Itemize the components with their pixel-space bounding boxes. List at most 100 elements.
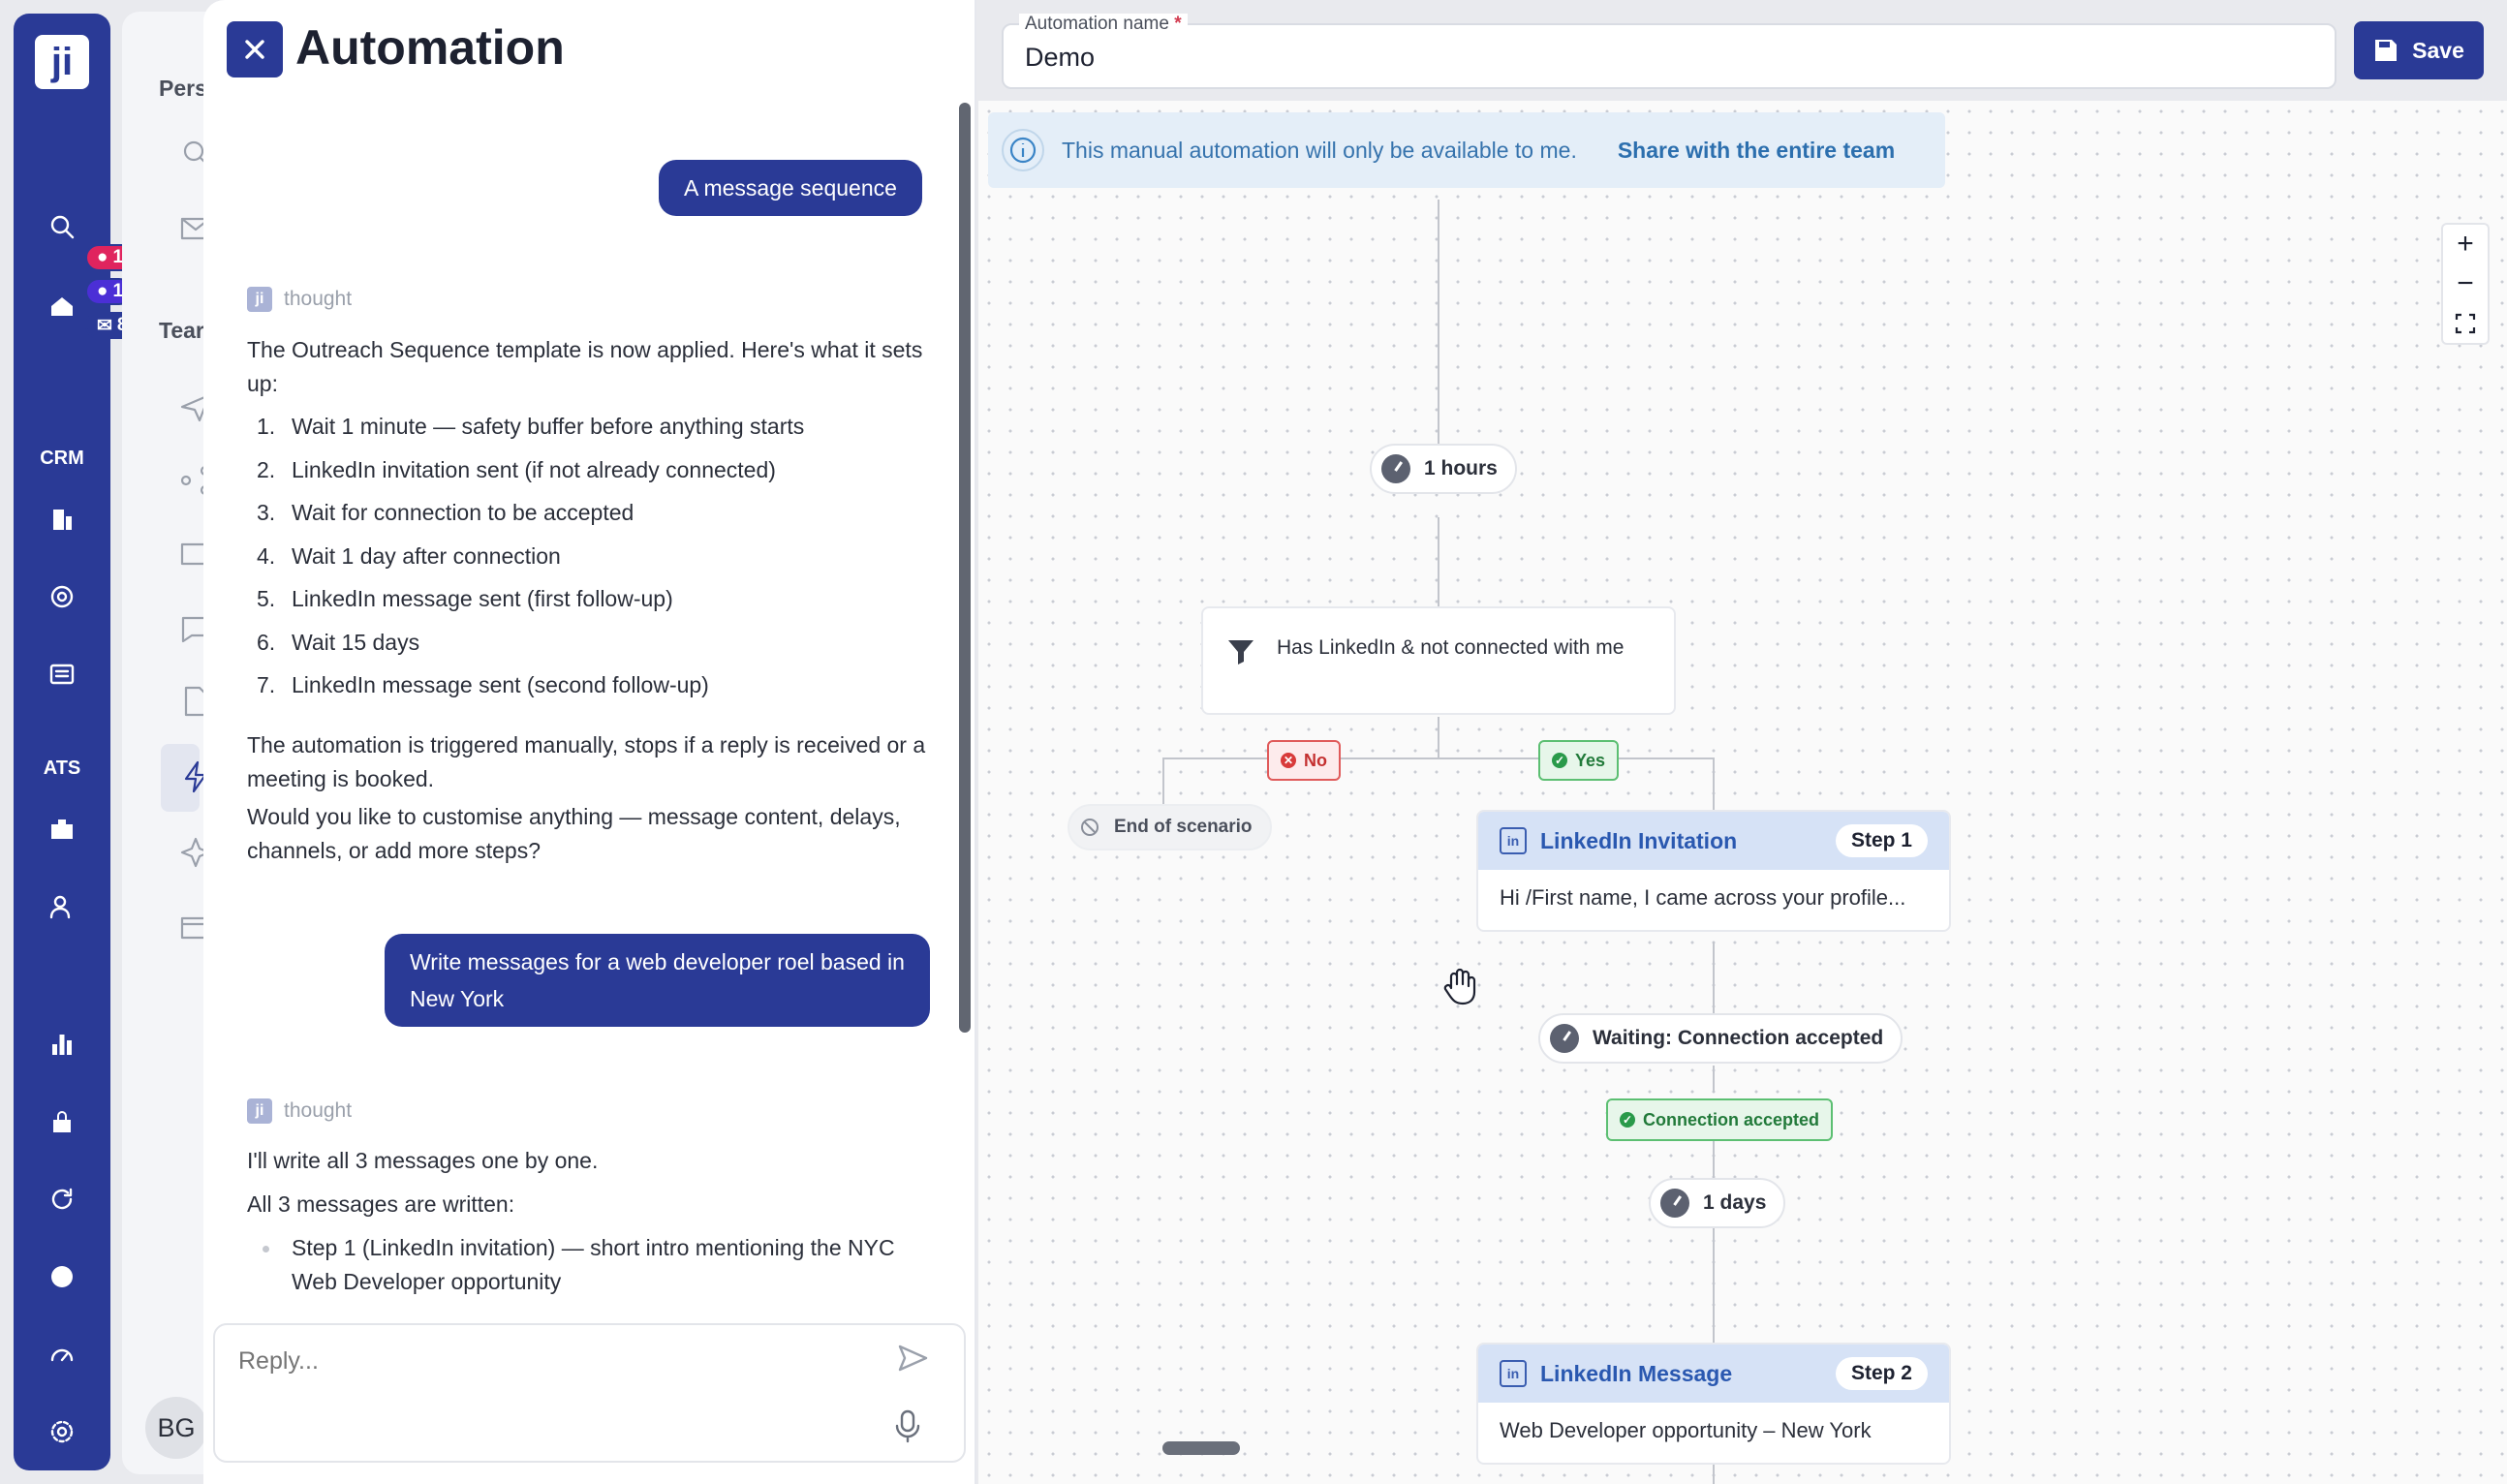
step-badge: Step 2 bbox=[1835, 1357, 1928, 1390]
save-icon bbox=[2375, 40, 2398, 61]
info-banner: This manual automation will only be avai… bbox=[988, 112, 1945, 188]
bell-icon: ● bbox=[97, 247, 108, 267]
share-team-link[interactable]: Share with the entire team bbox=[1617, 137, 1896, 163]
connection-accepted-label: ✓Connection accepted bbox=[1606, 1098, 1834, 1141]
linkedin-icon: in bbox=[1500, 827, 1527, 854]
help-icon[interactable] bbox=[14, 1248, 110, 1306]
assistant-logo-icon: ji bbox=[247, 287, 272, 312]
candidates-icon[interactable] bbox=[14, 878, 110, 936]
microphone-icon[interactable] bbox=[891, 1408, 924, 1443]
step-preview: Web Developer opportunity – New York bbox=[1500, 1418, 1872, 1442]
automation-name-label: Automation name * bbox=[1019, 14, 1188, 35]
app-logo[interactable]: ji bbox=[14, 35, 110, 89]
avatar[interactable]: BG bbox=[145, 1397, 207, 1459]
step-preview: Hi /First name, I came across your profi… bbox=[1500, 885, 1906, 910]
list-item: 3.Wait for connection to be accepted bbox=[257, 500, 634, 525]
assistant-line: I'll write all 3 messages one by one. bbox=[247, 1148, 599, 1173]
save-button[interactable]: Save bbox=[2354, 21, 2484, 79]
contacts-icon[interactable] bbox=[14, 645, 110, 703]
linkedin-message-step[interactable]: in LinkedIn Message Step 2 Web Developer… bbox=[1476, 1343, 1951, 1465]
assistant-intro: The Outreach Sequence template is now ap… bbox=[247, 337, 923, 396]
mail-icon: ✉ bbox=[97, 315, 112, 336]
sparkle-icon[interactable] bbox=[178, 835, 213, 870]
analytics-icon[interactable] bbox=[14, 1015, 110, 1073]
send-icon[interactable] bbox=[895, 1341, 930, 1376]
timer-icon bbox=[1381, 454, 1410, 483]
linkedin-icon: in bbox=[1500, 1360, 1527, 1387]
zoom-in-button[interactable]: + bbox=[2441, 223, 2490, 263]
list-item: 2.LinkedIn invitation sent (if not alrea… bbox=[257, 456, 776, 482]
send-icon[interactable] bbox=[178, 389, 213, 424]
delay-node[interactable]: 1 days bbox=[1649, 1178, 1786, 1228]
inbox-icon[interactable] bbox=[14, 277, 110, 335]
ban-icon bbox=[1081, 819, 1099, 836]
info-icon bbox=[1002, 129, 1044, 171]
speed-icon[interactable] bbox=[14, 1325, 110, 1383]
list-item: 1.Wait 1 minute — safety buffer before a… bbox=[257, 414, 805, 439]
list-item: 7.LinkedIn message sent (second follow-u… bbox=[257, 672, 709, 697]
refresh-icon[interactable] bbox=[14, 1170, 110, 1228]
search-icon[interactable] bbox=[14, 198, 110, 256]
flow-canvas[interactable] bbox=[978, 101, 2507, 1484]
chat-scrollbar[interactable] bbox=[959, 103, 971, 1033]
connector bbox=[1162, 757, 1715, 759]
user-message: Write messages for a web developer roel … bbox=[385, 934, 930, 1027]
connector bbox=[1713, 942, 1715, 1015]
user-icon: ● bbox=[97, 281, 108, 301]
connector bbox=[1438, 517, 1439, 606]
connector bbox=[1713, 1449, 1715, 1484]
thought-label[interactable]: ji thought bbox=[247, 1098, 352, 1124]
fullscreen-icon bbox=[2455, 313, 2476, 334]
grab-cursor-icon bbox=[1443, 967, 1478, 1005]
canvas-scroll-handle[interactable] bbox=[1162, 1441, 1240, 1455]
timer-icon bbox=[1660, 1189, 1689, 1218]
connector bbox=[1713, 757, 1715, 812]
condition-node[interactable]: Has LinkedIn & not connected with me bbox=[1201, 606, 1676, 715]
assistant-question: Would you like to customise anything — m… bbox=[247, 804, 901, 863]
list-item: 5.LinkedIn message sent (first follow-up… bbox=[257, 586, 673, 611]
list-item: 6.Wait 15 days bbox=[257, 629, 420, 655]
close-icon bbox=[245, 40, 264, 59]
connector bbox=[1438, 200, 1439, 465]
jobs-icon[interactable] bbox=[14, 800, 110, 858]
connector bbox=[1713, 1066, 1715, 1093]
section-personal: Pers bbox=[159, 76, 207, 101]
connector bbox=[1713, 1228, 1715, 1343]
automation-name-input[interactable] bbox=[1025, 43, 2284, 73]
automation-icon[interactable] bbox=[178, 759, 213, 794]
yes-branch-label: ✓Yes bbox=[1538, 740, 1620, 781]
section-team: Tear bbox=[159, 318, 204, 343]
close-button[interactable] bbox=[227, 21, 283, 77]
assistant-logo-icon: ji bbox=[247, 1098, 272, 1124]
page-title: Automation bbox=[295, 20, 565, 75]
reply-input[interactable] bbox=[238, 1345, 820, 1377]
info-text: This manual automation will only be avai… bbox=[1062, 137, 1577, 163]
timer-icon bbox=[1550, 1024, 1579, 1053]
list-item: Step 1 (LinkedIn invitation) — short int… bbox=[247, 1231, 935, 1299]
chat-panel bbox=[203, 0, 976, 1484]
ats-label: ATS bbox=[43, 757, 81, 779]
message-bullets: Step 1 (LinkedIn invitation) — short int… bbox=[247, 1231, 935, 1299]
target-icon[interactable] bbox=[14, 568, 110, 626]
waiting-node[interactable]: Waiting: Connection accepted bbox=[1538, 1013, 1903, 1064]
linkedin-invitation-step[interactable]: in LinkedIn Invitation Step 1 Hi /First … bbox=[1476, 810, 1951, 932]
connector bbox=[1438, 717, 1439, 757]
check-circle-icon: ✓ bbox=[1552, 753, 1567, 768]
assistant-line: All 3 messages are written: bbox=[247, 1191, 515, 1217]
list-item: 4.Wait 1 day after connection bbox=[257, 542, 561, 569]
step-badge: Step 1 bbox=[1835, 824, 1928, 857]
zoom-out-button[interactable]: − bbox=[2441, 263, 2490, 304]
no-branch-label: ✕No bbox=[1267, 740, 1341, 781]
end-scenario-node[interactable]: End of scenario bbox=[1068, 804, 1272, 850]
sequence-steps-list: 1.Wait 1 minute — safety buffer before a… bbox=[247, 405, 935, 707]
crm-label: CRM bbox=[40, 448, 84, 469]
left-rail: ji CRM ATS bbox=[14, 14, 110, 1470]
lock-icon[interactable] bbox=[14, 1093, 110, 1151]
check-circle-icon: ✓ bbox=[1620, 1112, 1635, 1128]
settings-icon[interactable] bbox=[14, 1403, 110, 1461]
companies-icon[interactable] bbox=[14, 490, 110, 548]
fit-view-button[interactable] bbox=[2441, 304, 2490, 345]
delay-node[interactable]: 1 hours bbox=[1370, 444, 1517, 494]
thought-label[interactable]: ji thought bbox=[247, 287, 352, 312]
x-circle-icon: ✕ bbox=[1281, 753, 1296, 768]
